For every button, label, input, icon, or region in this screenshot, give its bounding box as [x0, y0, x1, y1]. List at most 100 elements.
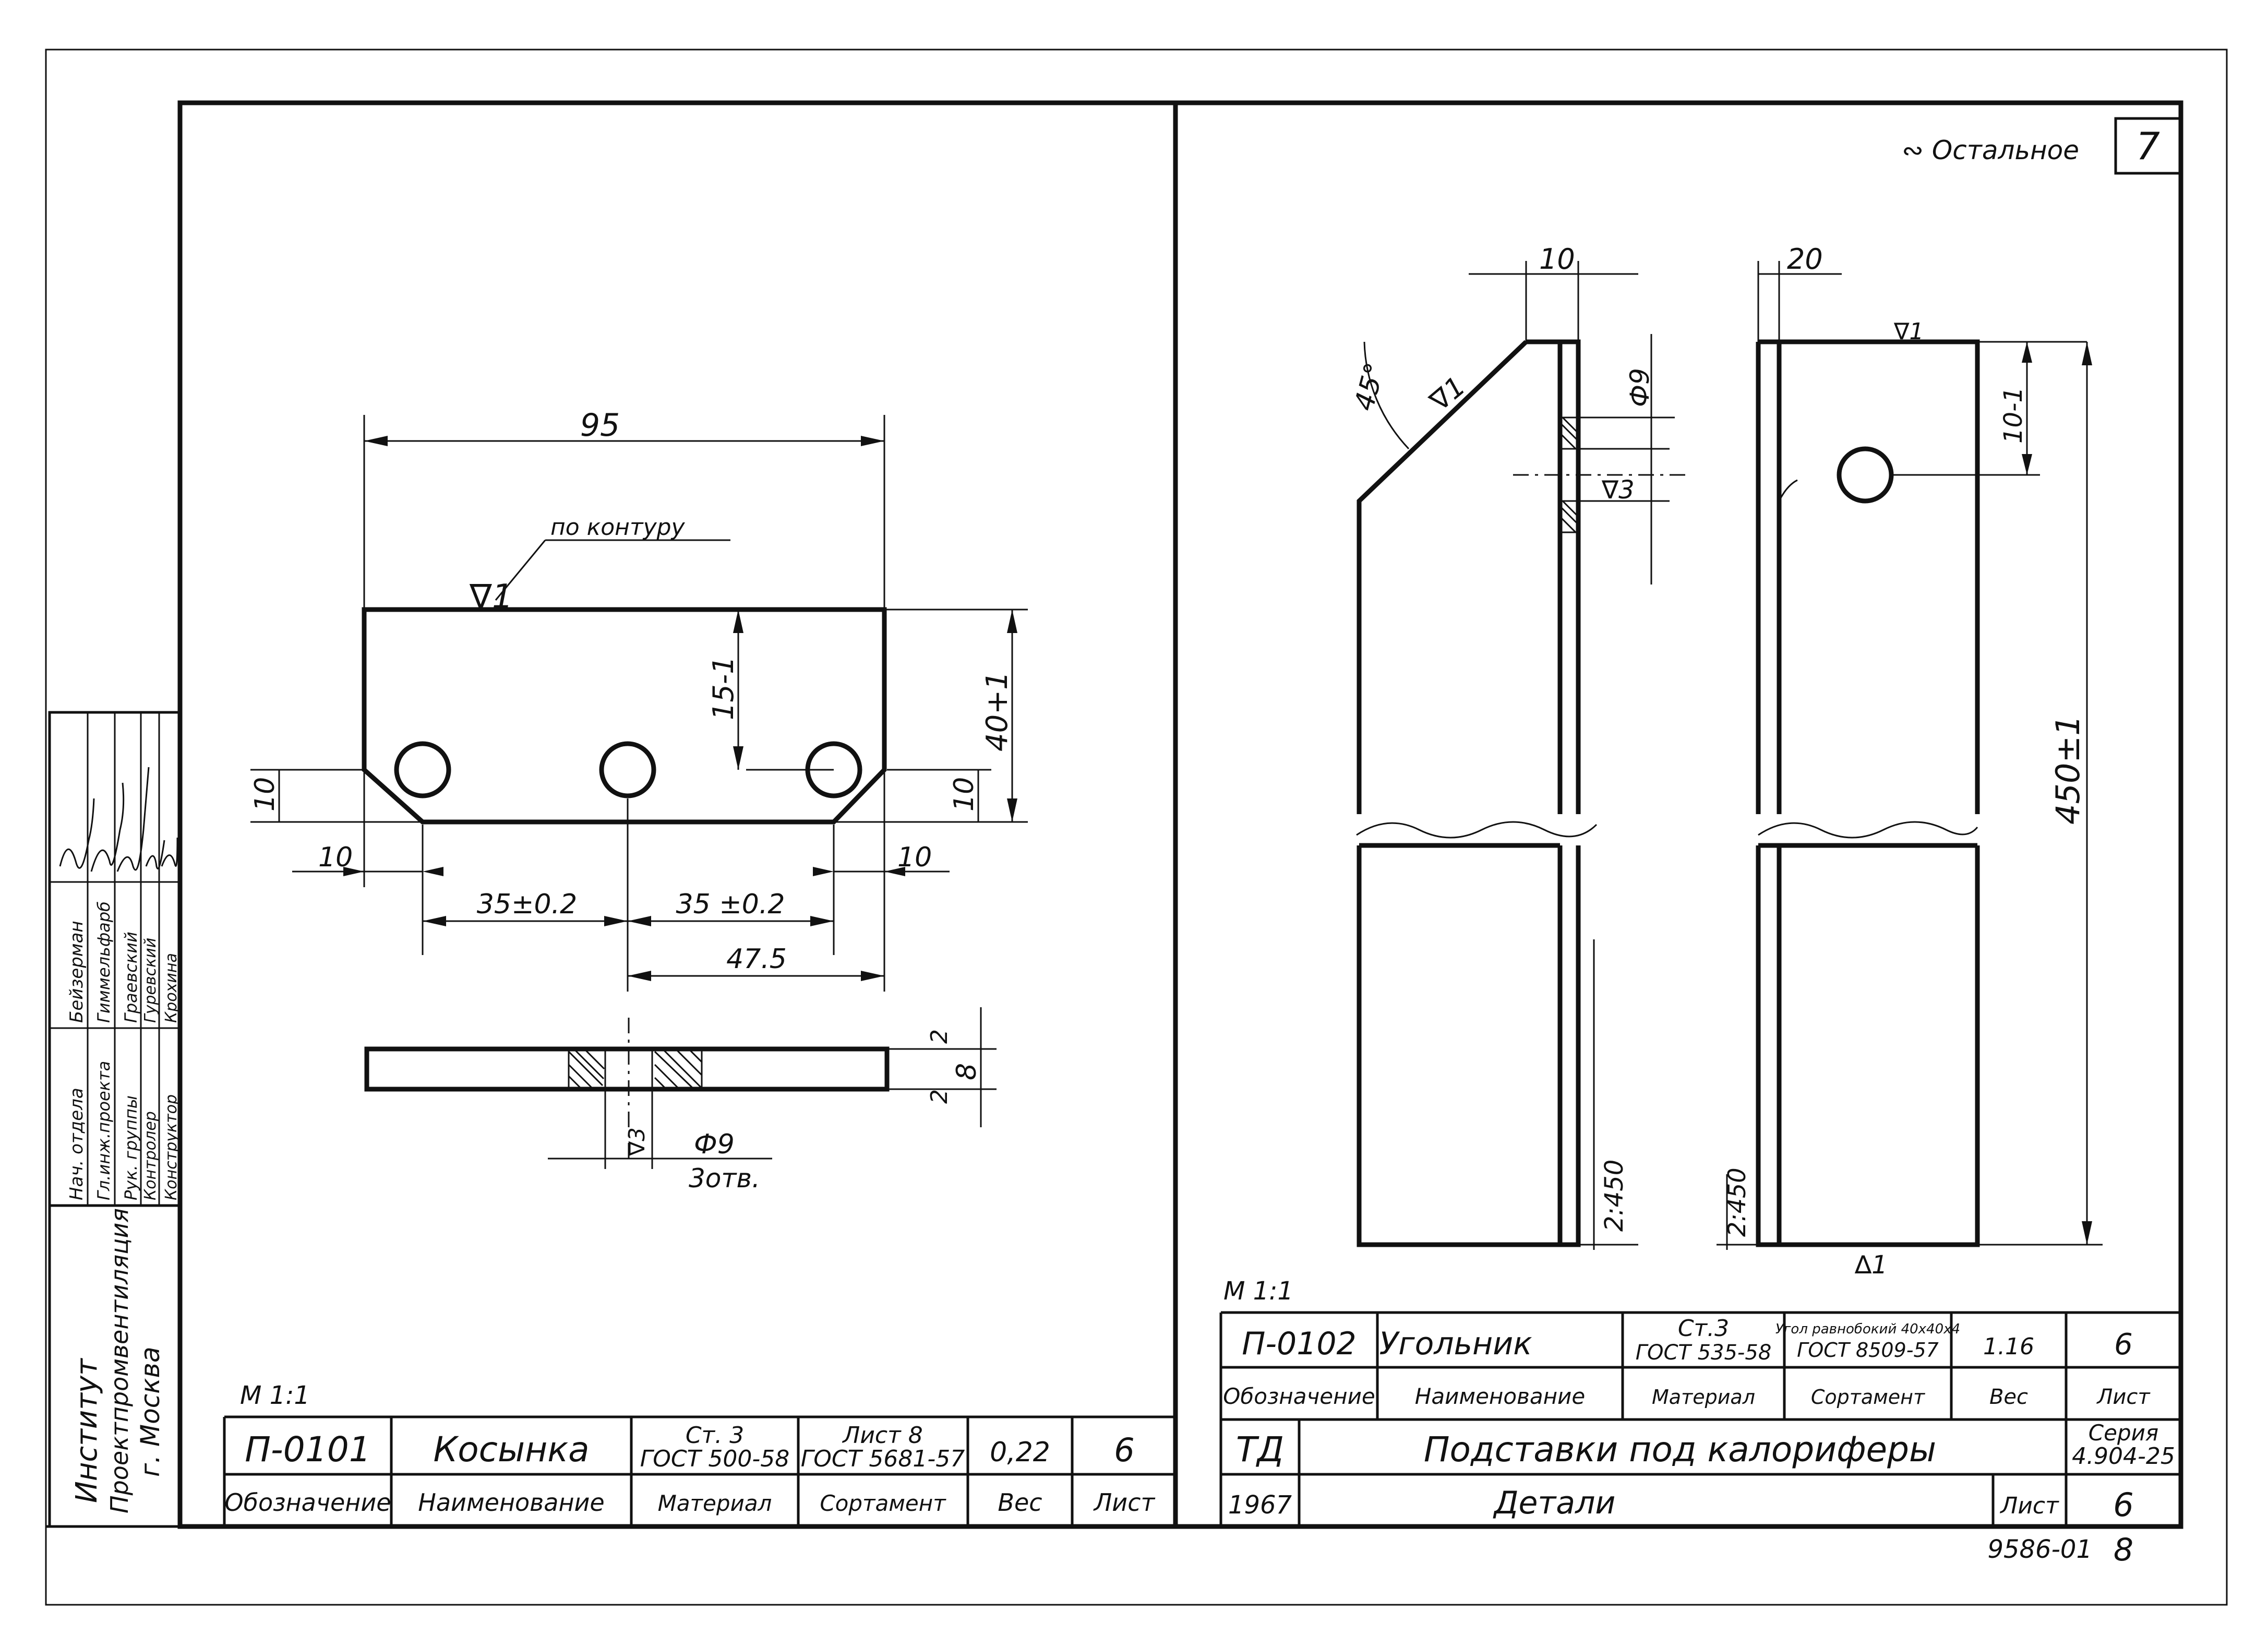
- part1-h-designation: Обозначение: [224, 1488, 391, 1517]
- title-year: 1967: [1228, 1490, 1292, 1520]
- part1-assortment-2: ГОСТ 5681-57: [801, 1446, 965, 1472]
- part2-weight: 1.16: [1983, 1333, 2034, 1360]
- sheet-number: 7: [2136, 124, 2160, 168]
- part1-name: Косынка: [433, 1429, 589, 1470]
- part2-left-upper: [1357, 339, 1581, 814]
- part1-dim-width: 95: [580, 407, 620, 444]
- part1-sheet: 6: [1114, 1431, 1134, 1469]
- part1-dim-chamfer-h-left: 10: [318, 842, 353, 873]
- staff-name-2: Гиммельфарб: [94, 901, 114, 1023]
- staff-name-1: Бейзерман: [66, 921, 87, 1023]
- signature-1: [59, 798, 95, 869]
- part1-dim-chamfer-v-left: 10: [249, 777, 281, 812]
- title-block: М 1:1 П-0102 Угольник Ст.3 ГОСТ 535-58 У…: [1219, 1277, 2181, 1526]
- title-series-label: Серия: [2089, 1420, 2158, 1446]
- part2-h-sheet: Лист: [2096, 1385, 2151, 1409]
- title-main: Подставки под калориферы: [1424, 1429, 1936, 1470]
- part2-material-1: Ст.3: [1678, 1315, 1729, 1342]
- title-subtitle: Детали: [1493, 1485, 1616, 1521]
- title-sheet: 6: [2113, 1486, 2133, 1524]
- part2-assortment-1: Угол равнобокий 40х40х4: [1775, 1321, 1960, 1337]
- part2-scale: М 1:1: [1223, 1277, 1293, 1306]
- part2-h-designation: Обозначение: [1223, 1383, 1375, 1409]
- title-sheet-label: Лист: [1999, 1493, 2059, 1519]
- part1-h-name: Наименование: [418, 1488, 604, 1517]
- institute-line-3: г. Москва: [135, 1346, 165, 1477]
- part1-dim-height: 40+1: [980, 671, 1014, 752]
- part1-h-weight: Вес: [998, 1488, 1042, 1517]
- signature-2: [90, 782, 125, 872]
- institute-line-2: Проектпромвентиляция: [105, 1208, 134, 1513]
- part2-right-lower: [1756, 843, 1980, 1247]
- part2-h-assortment: Сортамент: [1811, 1386, 1926, 1409]
- part2-h-name: Наименование: [1415, 1383, 1585, 1409]
- part1-hole-diameter: Ф9: [694, 1129, 735, 1160]
- part1-assortment-1: Лист 8: [842, 1422, 922, 1449]
- part1-dim-chamfer-h-right: 10: [897, 842, 932, 873]
- part2-break-left: [1356, 821, 1598, 839]
- part2-left-lower: [1357, 843, 1581, 1247]
- part2-h-weight: Вес: [1989, 1385, 2028, 1409]
- staff-name-3: Граевский: [121, 932, 141, 1023]
- part2-material-2: ГОСТ 535-58: [1636, 1341, 1772, 1365]
- part2-rough-hole: ∇3: [1601, 475, 1635, 505]
- part1-hole-count: 3отв.: [689, 1163, 760, 1194]
- sheet-number-box: [2114, 117, 2182, 175]
- part1-dim-hole-top: 15-1: [707, 656, 740, 720]
- part1-section: [364, 1046, 890, 1092]
- staff-role-1: Нач. отдела: [66, 1088, 87, 1200]
- part2-hole: [1837, 446, 1894, 504]
- part2-dim-length: 450±1: [2049, 715, 2087, 825]
- signature-4: [145, 840, 165, 869]
- part2-dim-slope-left: 2:450: [1600, 1160, 1629, 1232]
- part1-hatching: [568, 1048, 703, 1090]
- part2-break-right: [1758, 821, 1978, 839]
- part2-dim-top-left: 10: [1539, 243, 1575, 276]
- part2-hole-section: [1559, 416, 1579, 533]
- part1-rough-contour: ∇1: [469, 578, 513, 616]
- staff-role-5: Конструктор: [162, 1094, 181, 1200]
- staff-name-5: Крохина: [162, 953, 181, 1023]
- part1-hole-2: [599, 741, 656, 798]
- part2-dim-hole-pos: 10-1: [1999, 387, 2028, 444]
- part1-designation: П-0101: [245, 1429, 370, 1470]
- institute-line-1: Институт: [70, 1358, 104, 1503]
- part2-h-material: Материал: [1652, 1386, 1755, 1409]
- staff-role-3: Рук. группы: [121, 1095, 141, 1200]
- staff-role-2: Гл.инж.проекта: [94, 1061, 114, 1200]
- archive-code: 9586-01: [1987, 1535, 2092, 1564]
- part2-dim-angle: 45°: [1349, 360, 1391, 414]
- part1-dim-half: 47.5: [726, 944, 787, 975]
- part1-dim-thickness: 8: [951, 1063, 982, 1080]
- part1-dim-pitch-1: 35±0.2: [477, 889, 577, 920]
- part2-name: Угольник: [1379, 1326, 1532, 1362]
- part2-rough-top: ∇1: [1893, 318, 1924, 345]
- part2-rough-slope: ∇1: [1424, 371, 1471, 418]
- part1-h-sheet: Лист: [1093, 1488, 1156, 1517]
- side-stamp: Нач. отдела Бейзерман Гл.инж.проекта Гим…: [48, 711, 182, 1528]
- part1-drawing: 95 по контуру ∇1 40+1 15-1 10 10 10: [249, 407, 1028, 1194]
- part1-dim-pitch-2: 35 ±0.2: [676, 889, 785, 920]
- part2-dim-hole: Ф9: [1625, 368, 1655, 407]
- outer-frame: [45, 49, 2228, 1606]
- part1-dim-thickness-bottom: 2: [926, 1089, 953, 1104]
- part1-material-2: ГОСТ 500-58: [640, 1446, 790, 1472]
- archive-sheet: 8: [2114, 1532, 2133, 1568]
- part1-contour-note: по контуру: [550, 514, 686, 541]
- part2-sheet: 6: [2114, 1328, 2133, 1362]
- part2-assortment-2: ГОСТ 8509-57: [1797, 1339, 1939, 1362]
- part2-rough-bottom: ∆1: [1854, 1250, 1888, 1280]
- part1-weight: 0,22: [990, 1437, 1050, 1468]
- part1-dim-thickness-top: 2: [926, 1029, 953, 1044]
- part1-dim-chamfer-v-right: 10: [949, 777, 980, 812]
- signature-5: [161, 837, 178, 867]
- part1-hole-1: [394, 741, 451, 798]
- roughness-note: ∾ Остальное: [1902, 135, 2079, 165]
- part2-dim-slope-right: 2:450: [1723, 1167, 1751, 1237]
- part1-rough-hole: ∇3: [624, 1127, 650, 1156]
- signature-3: [116, 767, 150, 872]
- part1-h-assortment: Сортамент: [820, 1490, 946, 1516]
- part1-h-material: Материал: [658, 1490, 772, 1516]
- title-series: 4.904-25: [2072, 1443, 2175, 1470]
